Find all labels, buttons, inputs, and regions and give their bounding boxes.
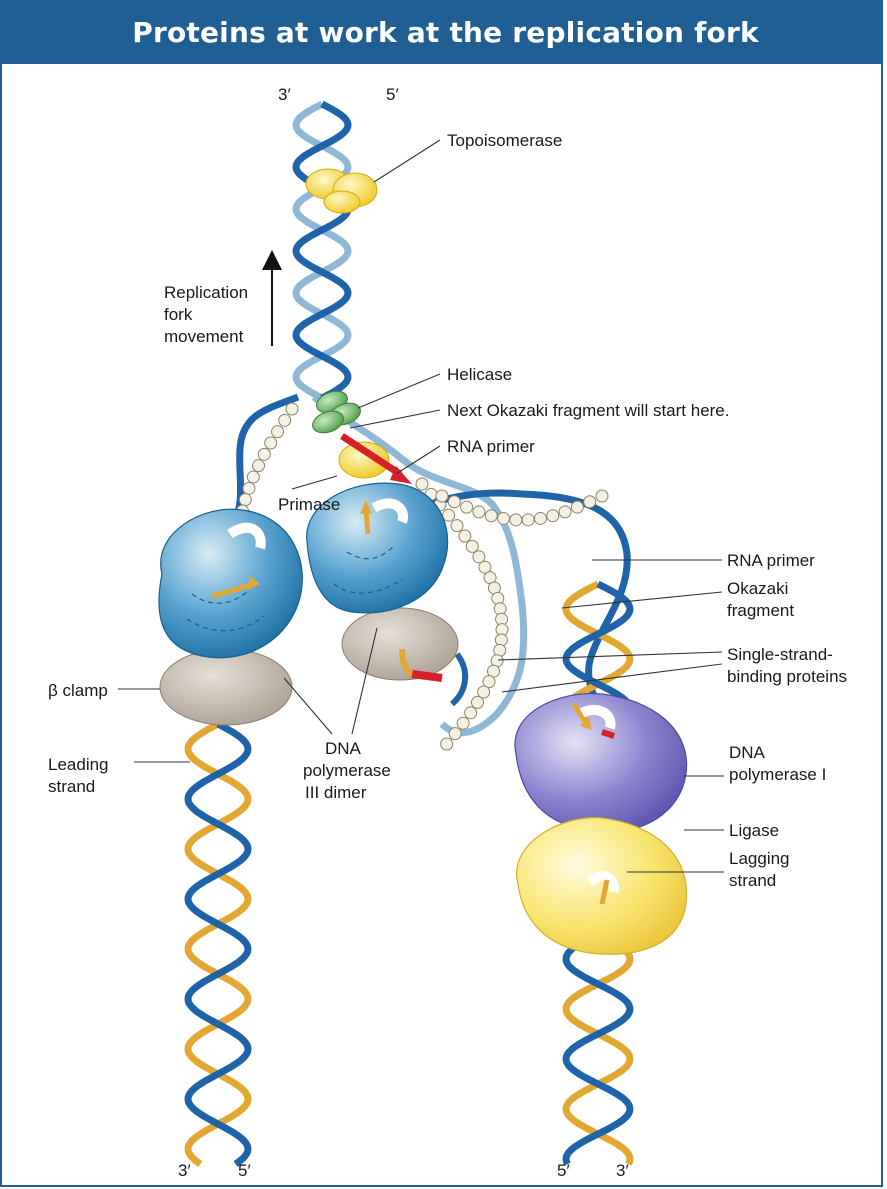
end-bottom-right-2: 3′ (616, 1161, 629, 1180)
label-okazaki-2: fragment (727, 601, 794, 620)
replication-fork-diagram: Topoisomerase Replication fork movement … (2, 64, 883, 1187)
ssb-bead (584, 496, 596, 508)
beta-clamp-right (342, 608, 458, 680)
label-leading-2: strand (48, 777, 95, 796)
label-ligase: Ligase (729, 821, 779, 840)
end-bottom-left-1: 3′ (178, 1161, 191, 1180)
end-bottom-right-1: 5′ (557, 1161, 570, 1180)
ssb-bead (457, 717, 469, 729)
ssb-bead (441, 738, 453, 750)
ssb-bead (510, 514, 522, 526)
label-okazaki-1: Okazaki (727, 579, 788, 598)
ssb-bead (596, 490, 608, 502)
ssb-bead (265, 437, 277, 449)
label-fork-movement-3: movement (164, 327, 244, 346)
ssb-bead (522, 514, 534, 526)
ssb-bead (253, 460, 265, 472)
ssb-bead (247, 471, 259, 483)
label-beta-clamp: β clamp (48, 681, 108, 700)
label-fork-movement-1: Replication (164, 283, 248, 302)
ssb-bead (534, 512, 546, 524)
ssb-bead (571, 501, 583, 513)
header-bar: Proteins at work at the replication fork (2, 0, 883, 64)
label-next-okazaki: Next Okazaki fragment will start here. (447, 401, 729, 420)
figure-title: Proteins at work at the replication fork (132, 16, 759, 49)
dna-polymerase-iii-left (159, 509, 302, 658)
ssb-bead (436, 490, 448, 502)
ssb-bead (239, 494, 251, 506)
ssb-bead (471, 696, 483, 708)
leading-strand-helix (188, 724, 248, 1164)
label-pol3-3: III dimer (305, 783, 367, 802)
ssb-bead (448, 496, 460, 508)
ssb-bead (473, 506, 485, 518)
ssb-bead (547, 510, 559, 522)
ligase-protein (517, 818, 687, 955)
ssb-bead (243, 482, 255, 494)
label-fork-movement-2: fork (164, 305, 193, 324)
beta-clamp-left (160, 649, 292, 725)
ssb-bead (272, 426, 284, 438)
label-pol1-1: DNA (729, 743, 766, 762)
ssb-bead (279, 414, 291, 426)
label-topoisomerase: Topoisomerase (447, 131, 562, 150)
label-rna-primer-right: RNA primer (727, 551, 815, 570)
ssb-bead (466, 540, 478, 552)
dna-polymerase-i (515, 694, 687, 833)
ssb-bead (461, 501, 473, 513)
label-lagging-2: strand (729, 871, 776, 890)
label-primase: Primase (278, 495, 340, 514)
ssb-bead (449, 728, 461, 740)
label-leading-1: Leading (48, 755, 109, 774)
ssb-bead (258, 448, 270, 460)
ssb-bead (451, 520, 463, 532)
ssb-bead (286, 403, 298, 415)
okazaki-primer-red (412, 674, 442, 678)
topoisomerase-protein (306, 169, 377, 213)
ssb-bead (416, 478, 428, 490)
ssb-bead (459, 530, 471, 542)
end-bottom-left-2: 5′ (238, 1161, 251, 1180)
label-ssb-1: Single-strand- (727, 645, 833, 664)
ssb-bead (559, 506, 571, 518)
label-pol3-1: DNA (325, 739, 362, 758)
ssb-bead (498, 512, 510, 524)
ssb-bead (485, 510, 497, 522)
ssb-bead (465, 707, 477, 719)
end-top-right: 5′ (386, 85, 399, 104)
label-rna-primer-top: RNA primer (447, 437, 535, 456)
ssb-bead (443, 509, 455, 521)
label-ssb-2: binding proteins (727, 667, 847, 686)
label-lagging-1: Lagging (729, 849, 790, 868)
label-helicase: Helicase (447, 365, 512, 384)
parental-strand-front (296, 104, 348, 398)
end-top-left: 3′ (278, 85, 291, 104)
label-pol1-2: polymerase I (729, 765, 826, 784)
label-pol3-2: polymerase (303, 761, 391, 780)
parental-dna-helix (296, 104, 348, 398)
